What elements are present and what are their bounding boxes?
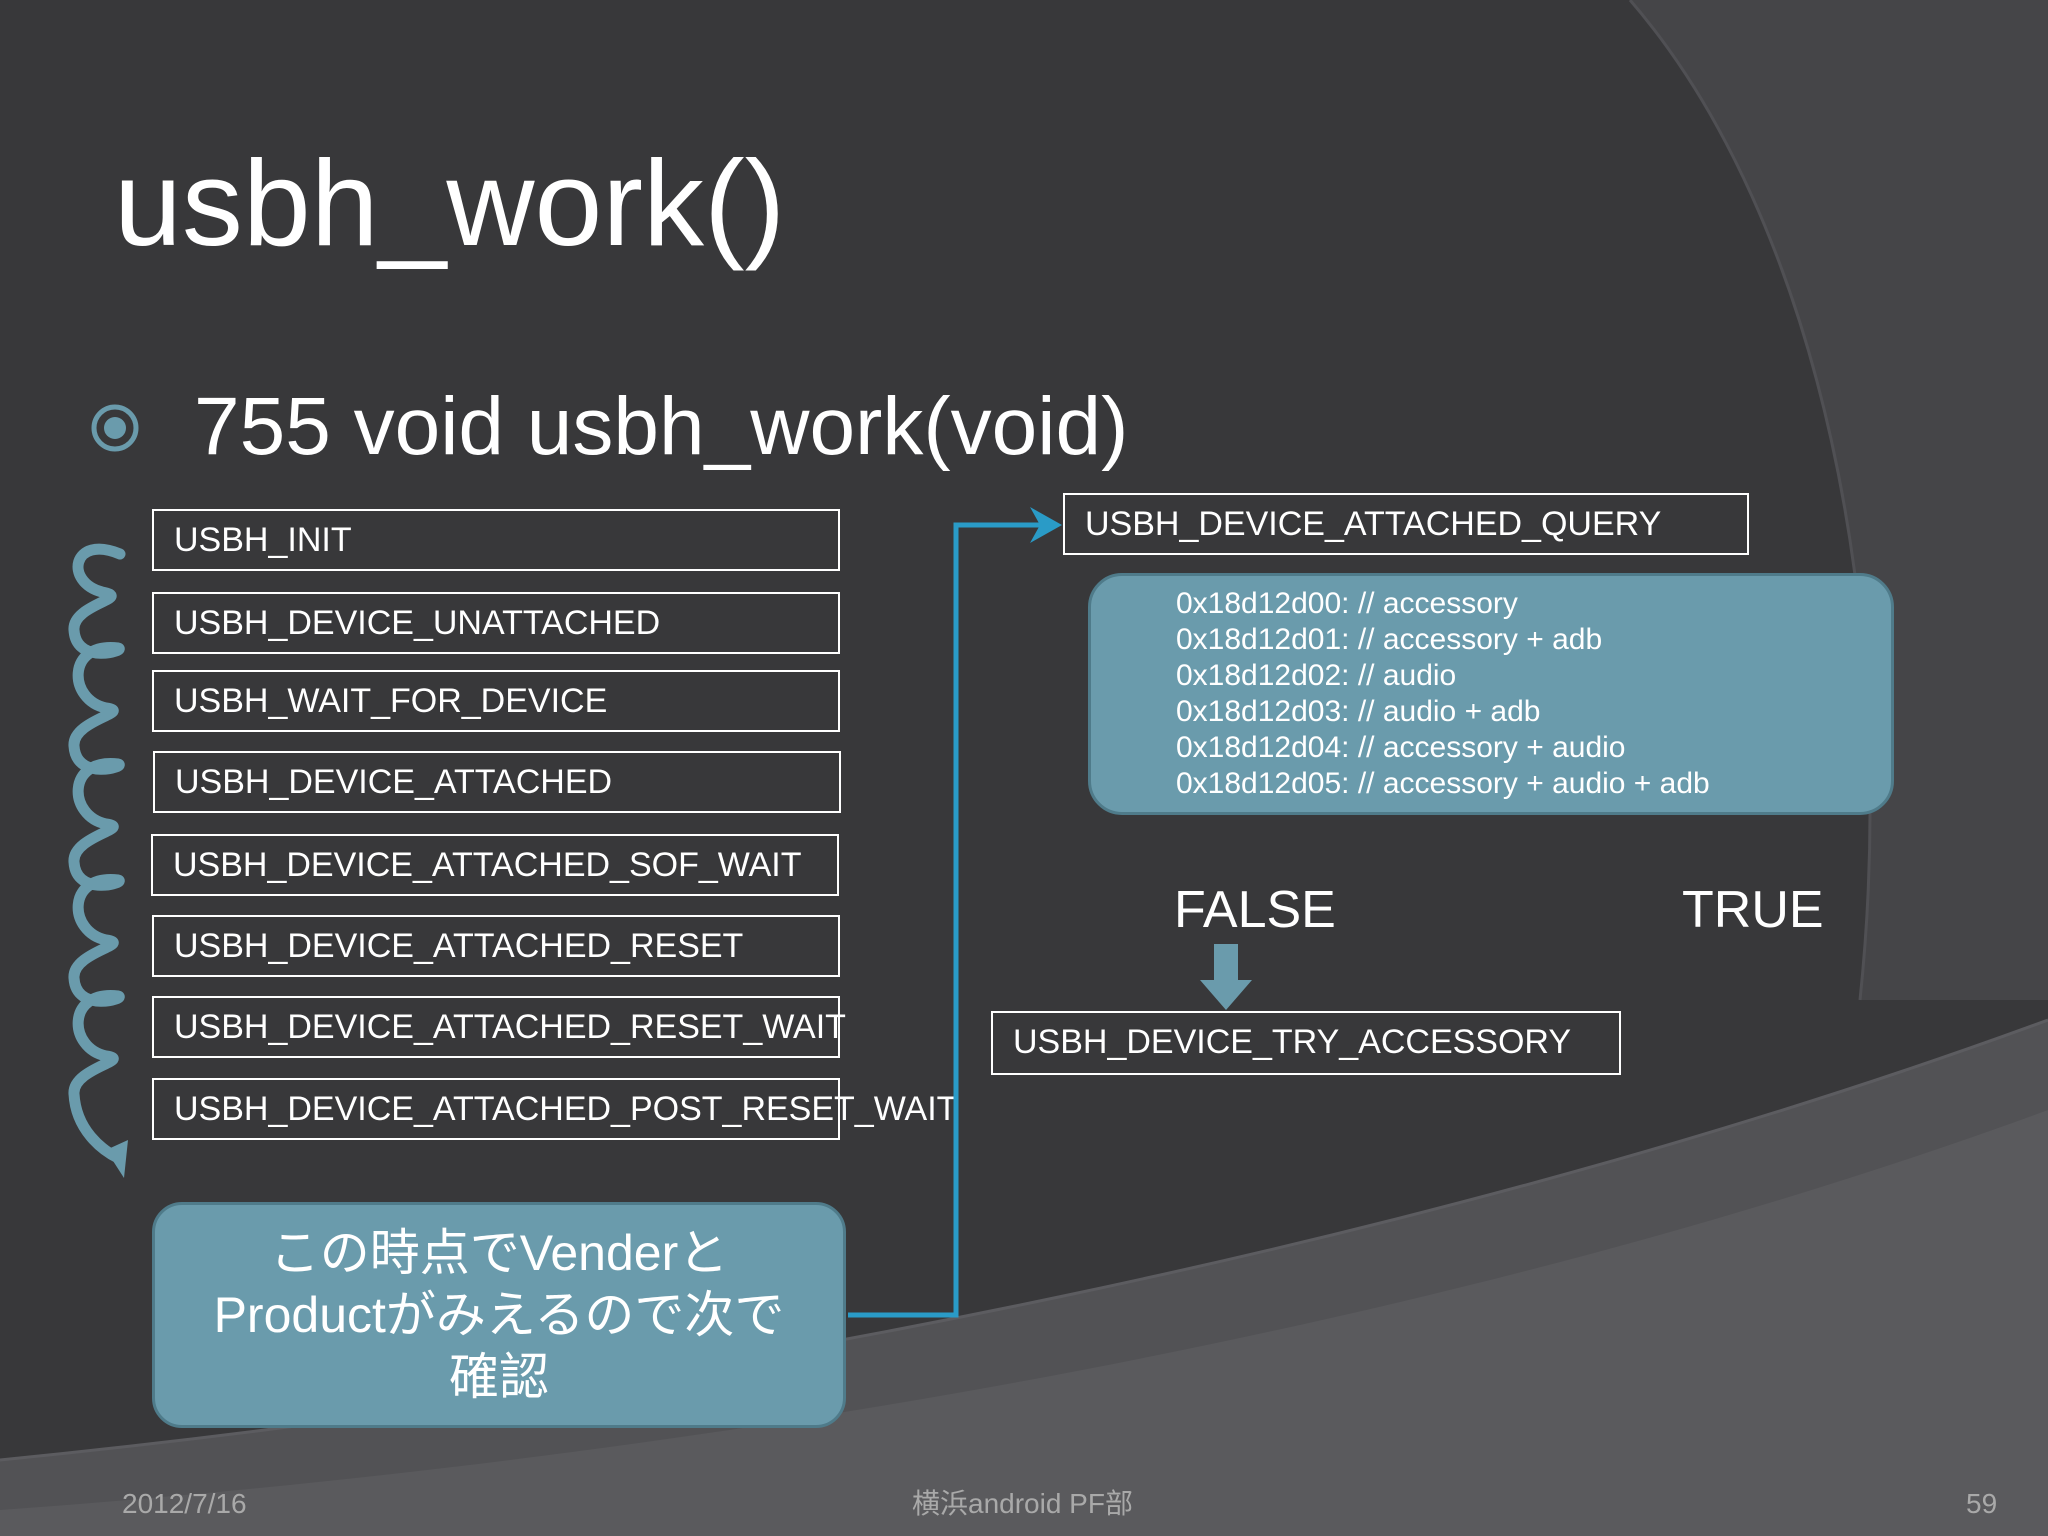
true-label: TRUE <box>1682 881 1824 939</box>
footer-organization: 横浜android PF部 <box>912 1488 1133 1519</box>
state-box-device-unattached: USBH_DEVICE_UNATTACHED <box>152 592 840 654</box>
state-box-attached-post-reset-wait: USBH_DEVICE_ATTACHED_POST_RESET_WAIT <box>152 1078 957 1140</box>
state-box-try-accessory: USBH_DEVICE_TRY_ACCESSORY <box>991 1011 1621 1075</box>
note-line: 確認 <box>449 1349 549 1405</box>
product-id-line: 0x18d12d05: // accessory + audio + adb <box>1176 767 1710 800</box>
note-box: この時点でVenderと Productがみえるので次で 確認 <box>152 1202 846 1428</box>
note-line: Productがみえるので次で <box>213 1287 785 1343</box>
product-id-line: 0x18d12d02: // audio <box>1176 659 1457 692</box>
spiral-arrow-icon <box>68 543 128 1178</box>
product-id-line: 0x18d12d00: // accessory <box>1176 587 1518 620</box>
state-box-attached-sof-wait: USBH_DEVICE_ATTACHED_SOF_WAIT <box>151 834 839 896</box>
state-box-attached-query: USBH_DEVICE_ATTACHED_QUERY <box>1063 493 1749 555</box>
product-id-line: 0x18d12d03: // audio + adb <box>1176 695 1541 728</box>
bullet-function-signature: 755 void usbh_work(void) <box>194 381 1129 472</box>
state-box-attached-reset: USBH_DEVICE_ATTACHED_RESET <box>152 915 840 977</box>
down-arrow-icon <box>1200 944 1252 1010</box>
footer-date: 2012/7/16 <box>122 1488 247 1519</box>
state-box-wait-for-device: USBH_WAIT_FOR_DEVICE <box>152 670 840 732</box>
product-id-panel: 0x18d12d00: // accessory 0x18d12d01: // … <box>1088 573 1894 815</box>
false-label: FALSE <box>1174 881 1336 939</box>
state-box-attached-reset-wait: USBH_DEVICE_ATTACHED_RESET_WAIT <box>152 996 846 1058</box>
footer-page-number: 59 <box>1966 1488 1998 1519</box>
target-circle-icon <box>91 404 139 452</box>
state-box-usbh-init: USBH_INIT <box>152 509 840 571</box>
state-box-device-attached: USBH_DEVICE_ATTACHED <box>153 751 841 813</box>
slide-title: usbh_work() <box>114 135 786 271</box>
product-id-line: 0x18d12d01: // accessory + adb <box>1176 623 1603 656</box>
note-line: この時点でVenderと <box>269 1225 729 1281</box>
product-id-line: 0x18d12d04: // accessory + audio <box>1176 731 1626 764</box>
